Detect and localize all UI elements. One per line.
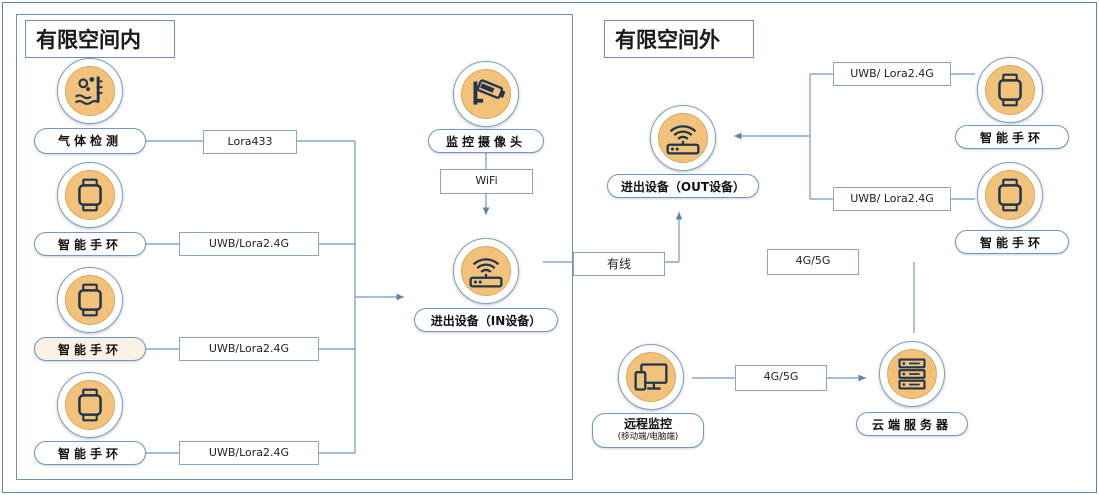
link-label-uwb-3: UWB/Lora2.4G <box>179 441 319 465</box>
in-device-label[interactable]: 进出设备（IN设备） <box>414 308 558 332</box>
smart-band-label-2[interactable]: 智能手环 <box>34 337 146 361</box>
band1-node-circle[interactable] <box>57 162 123 228</box>
out-device-node-circle[interactable] <box>650 105 716 171</box>
cctv-camera-icon <box>473 79 506 105</box>
band3-node-circle[interactable] <box>57 372 123 438</box>
link-label-net-bottom: 4G/5G <box>735 365 827 391</box>
smart-band-icon <box>998 178 1022 212</box>
cloud-node-circle[interactable] <box>879 341 945 407</box>
link-label-net-mid: 4G/5G <box>767 249 859 275</box>
in-device-node-circle[interactable] <box>453 238 519 304</box>
router-icon <box>469 258 503 288</box>
link-label-uwb-1: UWB/Lora2.4G <box>179 232 319 256</box>
inside-zone-title: 有限空间内 <box>25 20 175 58</box>
remote-monitor-label[interactable]: 远程监控 (移动端/电脑端) <box>592 413 704 448</box>
smart-band-out-label-2[interactable]: 智能手环 <box>955 230 1069 254</box>
link-label-uwb-out-1: UWB/ Lora2.4G <box>833 62 951 86</box>
monitor-phone-icon <box>634 363 668 391</box>
cloud-server-label[interactable]: 云端服务器 <box>856 412 968 436</box>
link-label-uwb-2: UWB/Lora2.4G <box>179 337 319 361</box>
smart-band-label-1[interactable]: 智能手环 <box>34 232 146 256</box>
smart-band-icon <box>78 283 102 317</box>
smart-band-out-label-1[interactable]: 智能手环 <box>955 125 1069 149</box>
out-device-label[interactable]: 进出设备（OUT设备） <box>607 174 759 198</box>
smart-band-icon <box>78 178 102 212</box>
remote-node-circle[interactable] <box>618 344 684 410</box>
smart-band-icon <box>78 388 102 422</box>
outside-zone-title: 有限空间外 <box>604 20 754 58</box>
camera-label[interactable]: 监控摄像头 <box>428 129 544 153</box>
link-label-uwb-out-2: UWB/ Lora2.4G <box>833 187 951 211</box>
remote-monitor-title: 远程监控 <box>623 417 672 431</box>
link-label-lora433: Lora433 <box>203 130 297 154</box>
band-out2-node-circle[interactable] <box>977 162 1043 228</box>
remote-monitor-subtitle: (移动端/电脑端) <box>617 432 679 442</box>
band2-node-circle[interactable] <box>57 267 123 333</box>
gas-detector-label[interactable]: 气体检测 <box>34 128 146 154</box>
router-icon <box>666 125 700 155</box>
smart-band-icon <box>998 73 1022 107</box>
band-out1-node-circle[interactable] <box>977 57 1043 123</box>
gas-node-circle[interactable] <box>57 58 123 124</box>
camera-node-circle[interactable] <box>453 61 519 127</box>
link-label-wired: 有线 <box>573 252 665 276</box>
server-rack-icon <box>898 358 926 390</box>
link-label-wifi: WiFi <box>440 169 533 194</box>
inside-zone-frame <box>16 14 573 480</box>
smart-band-label-3[interactable]: 智能手环 <box>34 441 146 465</box>
gas-sensor-icon <box>74 76 103 106</box>
